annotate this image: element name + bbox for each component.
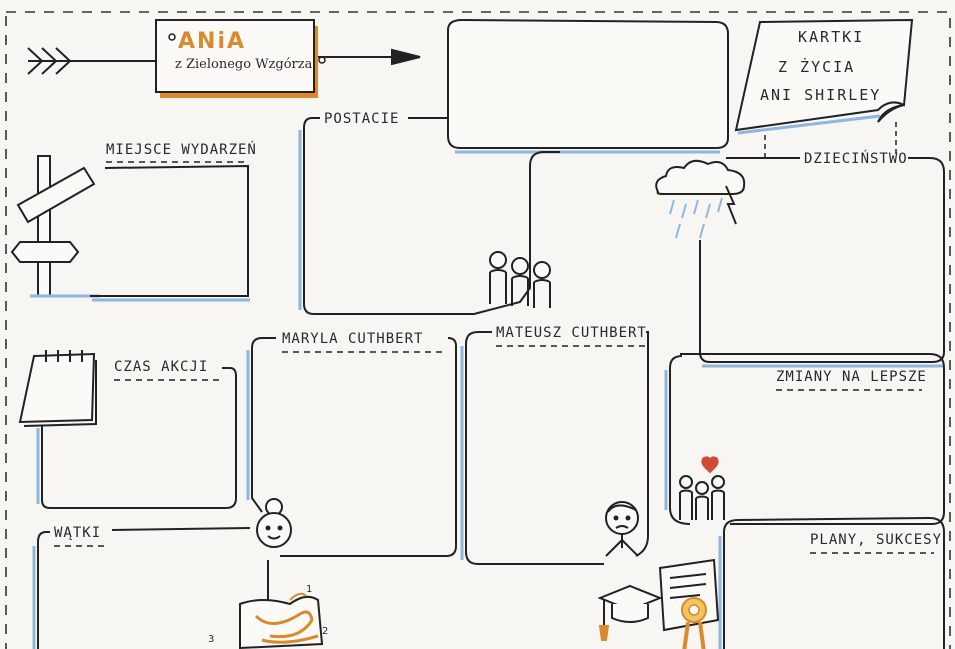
label-watki: WĄTKI	[54, 525, 101, 541]
label-mateusz: MATEUSZ CUTHBERT	[496, 325, 647, 341]
maryla-box	[246, 337, 457, 557]
czas-box	[36, 367, 237, 509]
mark-2: 2	[322, 626, 328, 637]
label-miejsce: MIEJSCE WYDARZEŃ	[106, 141, 257, 158]
label-dziecinstwo: DZIECIŃSTWO	[804, 150, 908, 167]
mark-1: 1	[306, 584, 312, 595]
rain-cloud-icon	[655, 159, 746, 239]
kartki-line2: Z ŻYCIA	[778, 57, 855, 76]
people-icon	[489, 251, 551, 308]
label-zmiany: ZMIANY NA LEPSZE	[776, 369, 927, 385]
top-center-box	[447, 18, 729, 154]
mateusz-box	[460, 331, 649, 565]
zmiany-box	[664, 353, 945, 525]
label-plany: PLANY, SUKCESY	[810, 532, 942, 548]
title-box: ANiA z Zielonego Wzgórza	[155, 19, 326, 98]
kartki-line3: ANI SHIRLEY	[760, 86, 881, 104]
mark-3: 3	[208, 634, 214, 645]
man-icon	[605, 501, 639, 557]
family-heart-icon	[679, 456, 725, 520]
calendar-icon	[18, 350, 97, 427]
outer-dashed-border	[5, 11, 951, 649]
grandmother-icon	[256, 498, 292, 600]
title-subtitle: z Zielonego Wzgórza	[175, 57, 313, 72]
arrow-right-icon	[27, 47, 421, 75]
kartki-card: KARTKI Z ŻYCIA ANI SHIRLEY	[734, 18, 914, 135]
miejsce-box	[90, 164, 250, 302]
signpost-icon	[10, 155, 100, 298]
bookmark-icon	[239, 592, 324, 649]
postacie-box	[298, 117, 560, 315]
kartki-line1: KARTKI	[798, 28, 864, 46]
watki-box	[32, 527, 251, 649]
plany-box	[718, 516, 945, 649]
label-postacie: POSTACIE	[324, 111, 399, 127]
label-maryla: MARYLA CUTHBERT	[282, 331, 423, 347]
label-czas: CZAS AKCJI	[114, 359, 208, 375]
title-main: ANiA	[178, 29, 246, 54]
medal-icon	[681, 597, 707, 649]
